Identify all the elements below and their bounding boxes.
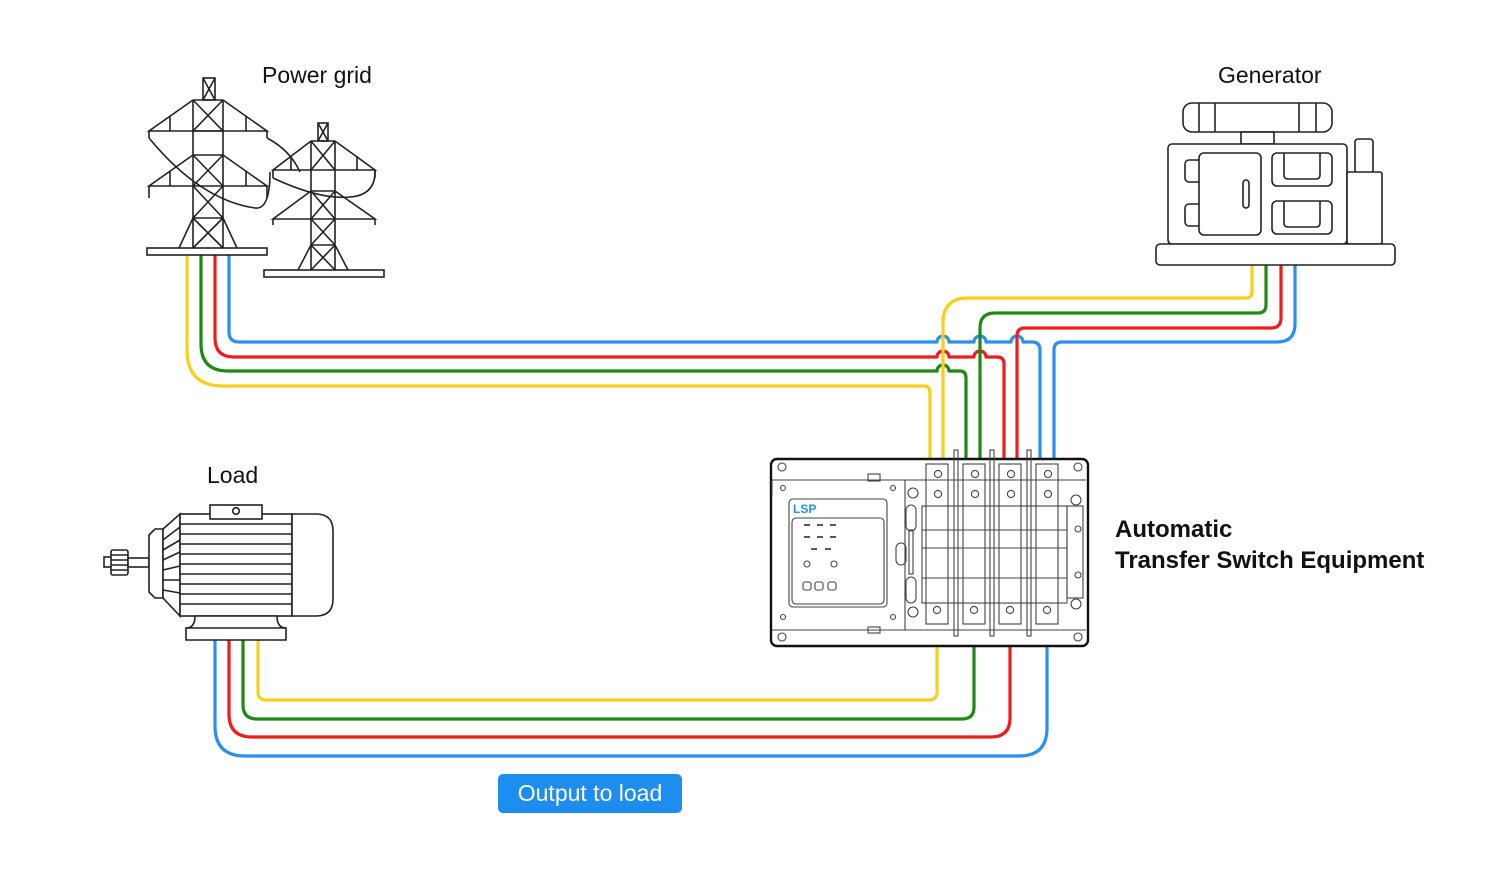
output-to-load-badge: Output to load bbox=[498, 774, 682, 813]
load-wire-green bbox=[241, 608, 976, 721]
grid-wire-green bbox=[199, 254, 974, 476]
ats-label-line2: Transfer Switch Equipment bbox=[1115, 547, 1425, 574]
load-wire-red bbox=[227, 608, 1012, 739]
ats-panel: LSP bbox=[769, 449, 1090, 648]
load-wire-yellow bbox=[256, 608, 939, 702]
wires bbox=[185, 254, 1297, 758]
ats-brand-logo: LSP bbox=[793, 502, 816, 516]
power-grid-label: Power grid bbox=[262, 62, 372, 88]
ats-poles bbox=[921, 449, 1068, 637]
grid-wire-blue bbox=[227, 254, 1048, 476]
load-motor-icon bbox=[103, 504, 334, 641]
generator-icon bbox=[1155, 102, 1396, 266]
ats-label-line1: Automatic bbox=[1115, 516, 1233, 543]
load-label: Load bbox=[207, 462, 259, 488]
grid-wire-yellow bbox=[185, 254, 938, 476]
power-grid-icon bbox=[146, 77, 385, 278]
grid-wire-red bbox=[213, 254, 1012, 476]
generator-label: Generator bbox=[1218, 62, 1322, 88]
load-wire-blue bbox=[213, 608, 1049, 758]
